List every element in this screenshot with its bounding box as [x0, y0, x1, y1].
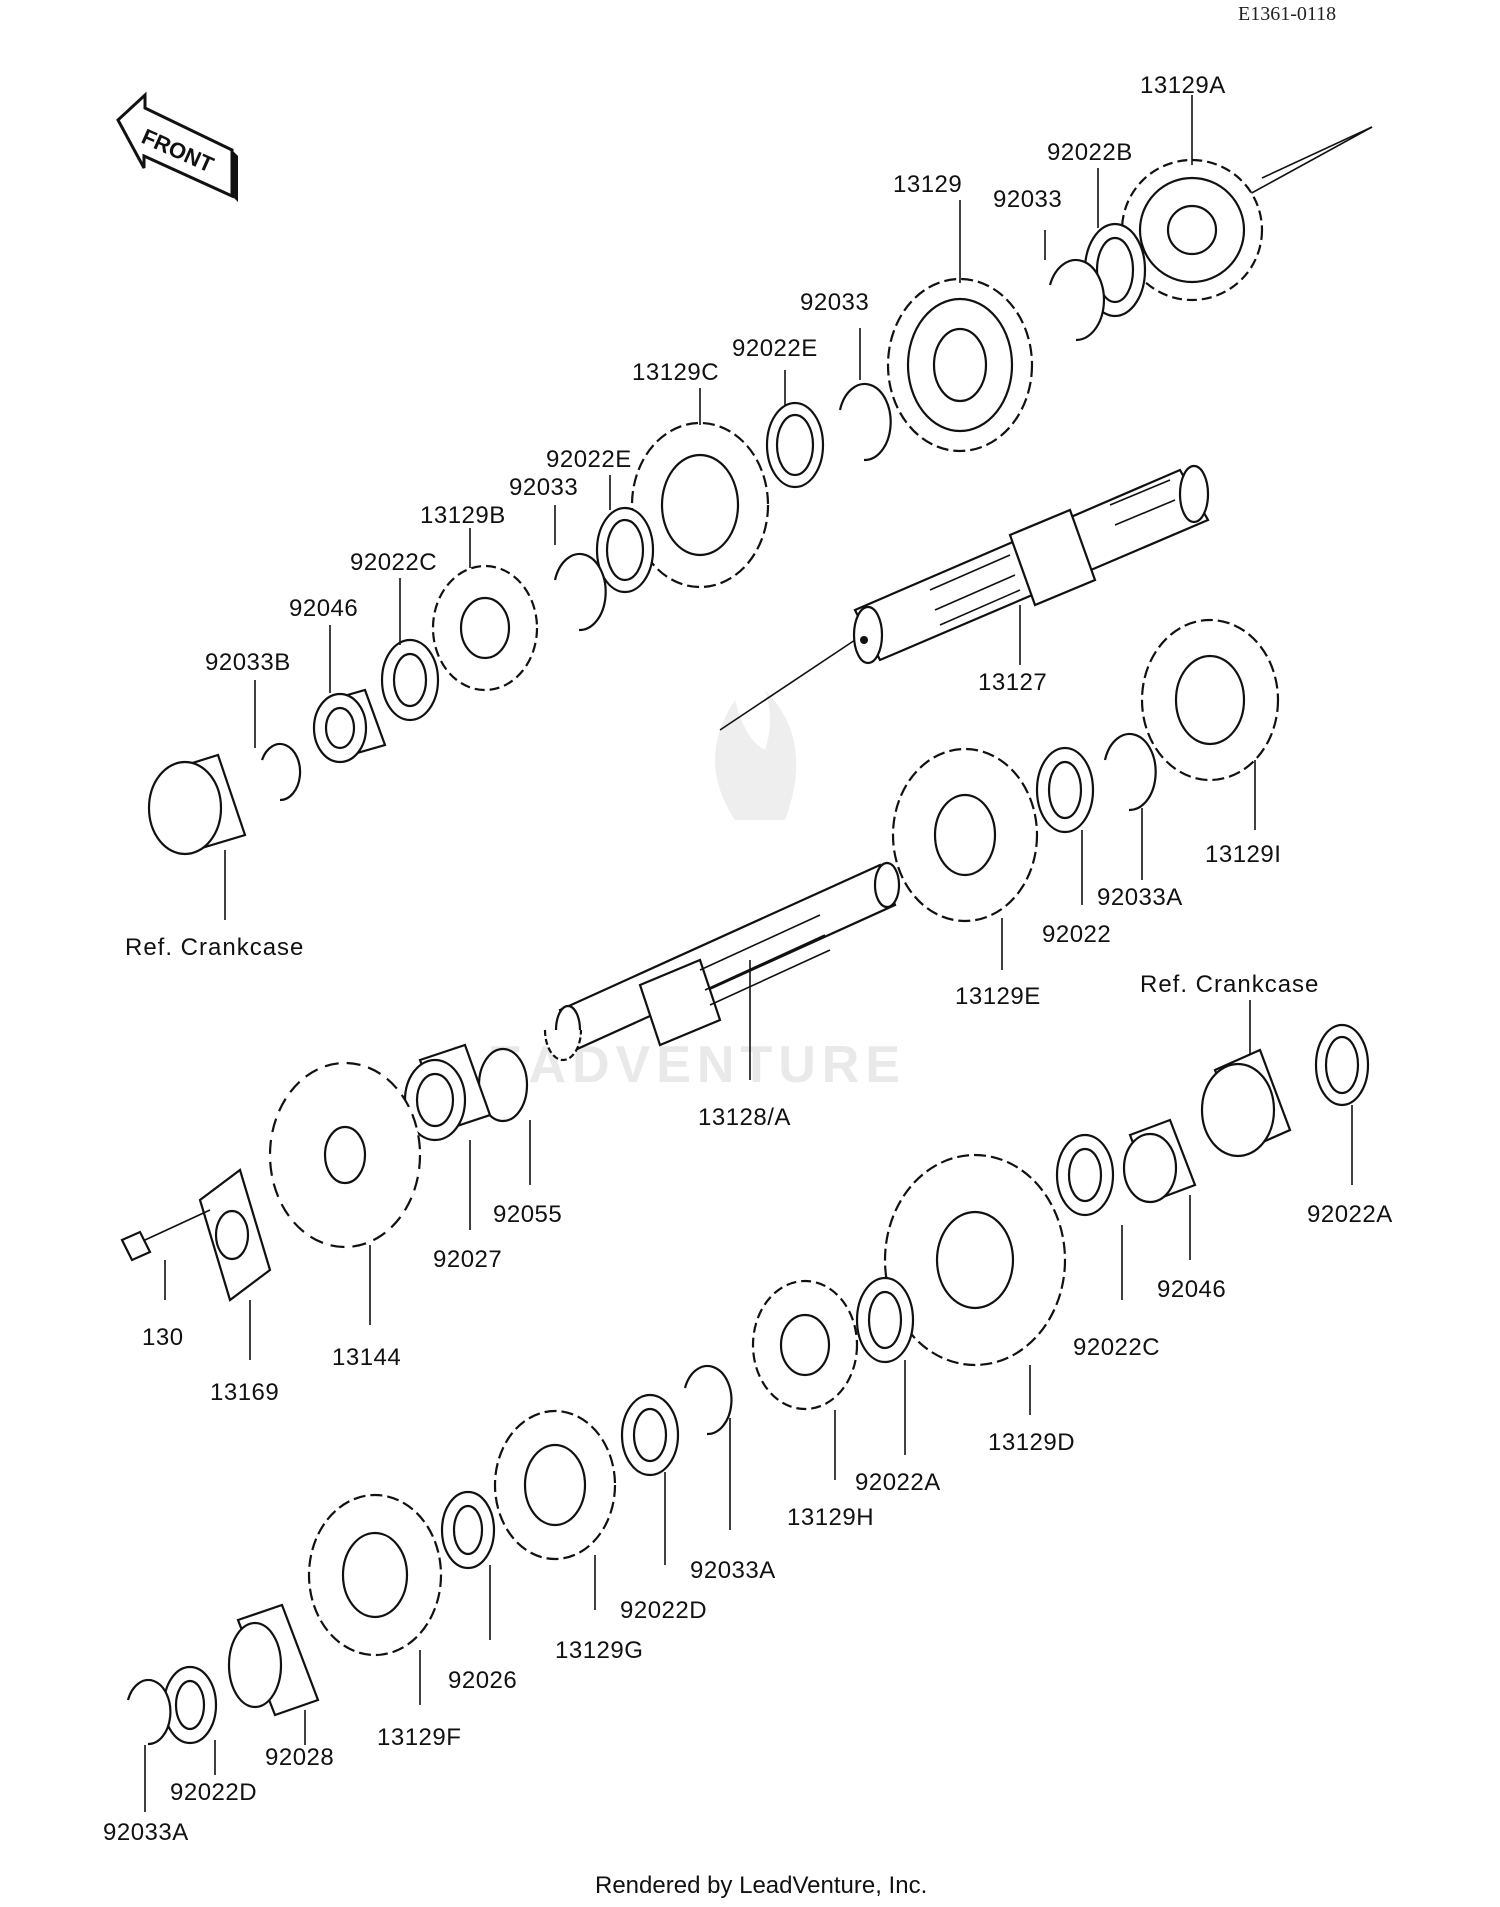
gear-13129C [630, 421, 770, 589]
washer-92022C-low-inner [1067, 1147, 1103, 1203]
sprocket-13144 [268, 1061, 422, 1249]
label-13129: 13129 [893, 171, 962, 198]
circlip-92033B [260, 742, 302, 802]
label-92022A-right: 92022A [1307, 1201, 1393, 1228]
label-92022D-mid: 92022D [620, 1597, 707, 1624]
label-13144: 13144 [332, 1344, 401, 1371]
label-13129I: 13129I [1205, 841, 1281, 868]
label-92033-mid: 92033 [800, 289, 869, 316]
washer-92022B-inner [1095, 236, 1135, 304]
washer-92026-inner [452, 1504, 484, 1556]
label-92022E-low: 92022E [546, 446, 632, 473]
label-13127: 13127 [978, 669, 1047, 696]
gear-13129G [493, 1409, 617, 1561]
bearing-92046-top [312, 688, 387, 764]
circlip-92033-top [1048, 258, 1106, 342]
label-130: 130 [142, 1324, 184, 1351]
gear-13129D [883, 1153, 1067, 1367]
gear-13129I [1140, 618, 1280, 782]
shaft-13128A [543, 861, 901, 1062]
label-92046-low: 92046 [1157, 1276, 1226, 1303]
label-92033B: 92033B [205, 649, 291, 676]
circlip-92033A-right [1103, 732, 1157, 812]
washer-92022D-low-inner [174, 1679, 206, 1731]
gear-13129A [1120, 158, 1264, 302]
label-13129E: 13129E [955, 983, 1041, 1010]
label-92046-top: 92046 [289, 595, 358, 622]
label-92033-low: 92033 [509, 474, 578, 501]
washer-92022E-low-inner [605, 518, 645, 582]
circlip-92033-mid [838, 382, 892, 462]
crankcase-bearing-left [147, 753, 247, 856]
gear-13129H [751, 1279, 859, 1411]
label-13129D: 13129D [988, 1429, 1075, 1456]
label-13129C: 13129C [632, 359, 719, 386]
crankcase-bearing-right [1200, 1048, 1292, 1158]
label-13128A: 13128/A [698, 1104, 791, 1131]
gear-13129E [891, 747, 1039, 923]
label-92033A-right: 92033A [1097, 884, 1183, 911]
washer-92022A-right-inner [1324, 1035, 1360, 1095]
circlip-92033-low [553, 552, 607, 632]
label-92055: 92055 [493, 1201, 562, 1228]
washer-92022C-top-inner [392, 652, 428, 708]
label-13129H: 13129H [787, 1504, 874, 1531]
drawing-code: E1361-0118 [1238, 3, 1336, 25]
label-92033A-mid: 92033A [690, 1557, 776, 1584]
label-92022D-low: 92022D [170, 1779, 257, 1806]
gear-13129 [886, 277, 1034, 453]
washer-92022A-mid-inner [867, 1290, 903, 1350]
label-13129F: 13129F [377, 1724, 461, 1751]
washer-92022-right-inner [1047, 760, 1083, 820]
leader-lines [144, 95, 1353, 1812]
label-92027: 92027 [433, 1246, 502, 1273]
circlip-92033A-mid [683, 1364, 733, 1436]
label-92026: 92026 [448, 1667, 517, 1694]
label-13169: 13169 [210, 1379, 279, 1406]
washer-92022E-top-inner [775, 413, 815, 477]
shaft-13127 [852, 464, 1210, 665]
label-92022C-low: 92022C [1073, 1334, 1160, 1361]
gear-13129F [307, 1493, 443, 1657]
label-13129A: 13129A [1140, 72, 1226, 99]
bearing-92046-low [1122, 1118, 1197, 1204]
bolt-130 [120, 1209, 211, 1262]
label-92022A-mid: 92022A [855, 1469, 941, 1496]
washer-92022D-mid-inner [632, 1407, 668, 1463]
label-92033-top: 92033 [993, 186, 1062, 213]
part-labels: 13129A 92022B 13129 92033 92033 92022E 1… [103, 72, 1393, 1846]
label-92028: 92028 [265, 1744, 334, 1771]
label-13129B: 13129B [420, 502, 506, 529]
gear-13129B [431, 564, 539, 692]
label-ref-crankcase-right: Ref. Crankcase [1140, 971, 1319, 998]
bushing-92028 [227, 1603, 320, 1717]
label-ref-crankcase-left: Ref. Crankcase [125, 934, 304, 961]
footer-credit: Rendered by LeadVenture, Inc. [595, 1872, 927, 1899]
label-92033A-low: 92033A [103, 1819, 189, 1846]
collar-92027 [403, 1043, 492, 1142]
label-92022B: 92022B [1047, 139, 1133, 166]
label-13129G: 13129G [555, 1637, 643, 1664]
label-92022E-top: 92022E [732, 335, 818, 362]
plate-13169 [198, 1168, 272, 1302]
label-92022-right: 92022 [1042, 921, 1111, 948]
front-arrow-icon: FRONT [116, 91, 238, 202]
label-92022C-top: 92022C [350, 549, 437, 576]
circlip-92033A-low [126, 1678, 172, 1746]
